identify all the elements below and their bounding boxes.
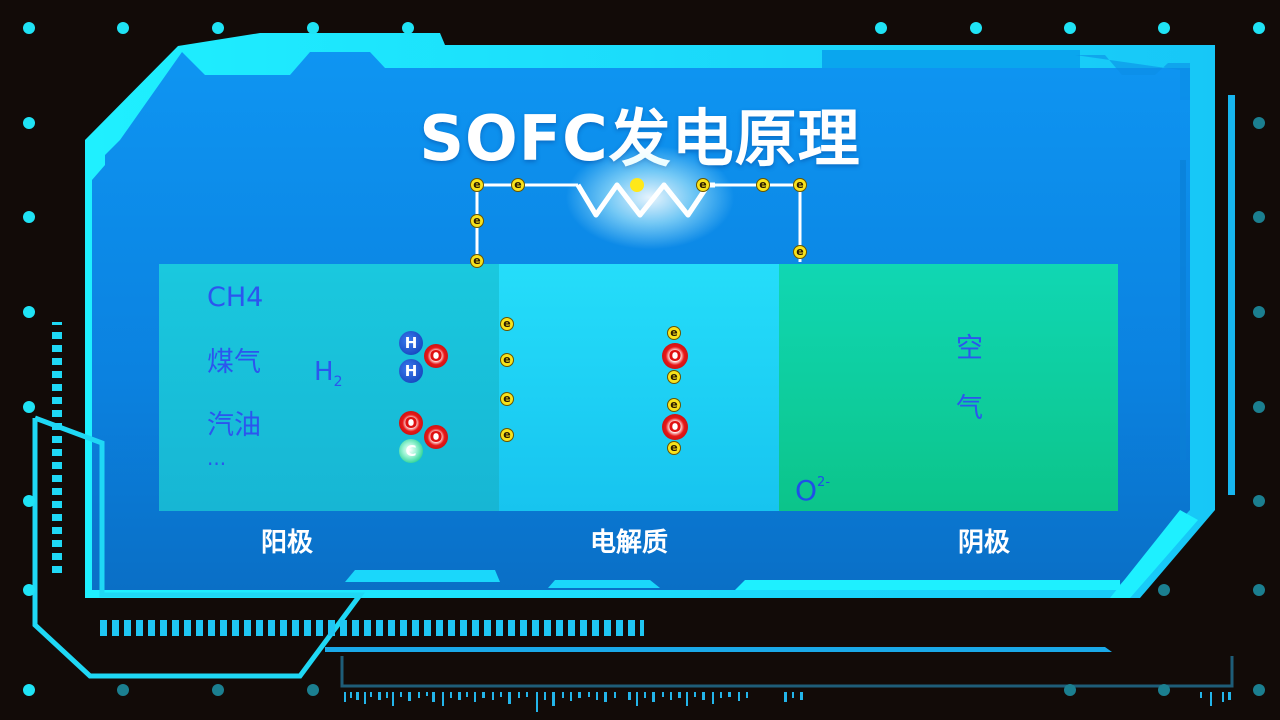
electron-icon: e (756, 178, 770, 192)
fuel-gasoline: 汽油 (207, 410, 261, 441)
cathode-air-char-1: 空 (956, 333, 983, 364)
fuel-ch4: CH4 (207, 282, 264, 313)
anode-label: 阳极 (261, 528, 314, 558)
hydrogen-atom-icon: H (399, 331, 423, 355)
electron-icon: e (667, 326, 681, 340)
hydrogen-label: H2 (314, 357, 343, 391)
fuel-ellipsis: ··· (207, 452, 227, 476)
hydrogen-atom-icon: H (399, 359, 423, 383)
electron-icon: e (667, 370, 681, 384)
electrolyte-panel (499, 264, 779, 511)
electron-icon: e (500, 317, 514, 331)
electron-icon-glowing (630, 178, 644, 192)
electron-icon: e (511, 178, 525, 192)
cathode-panel (779, 264, 1118, 511)
cathode-label: 阴极 (958, 528, 1011, 558)
bottom-dashed-bar (100, 620, 644, 636)
oxygen-atom-icon: O (424, 425, 448, 449)
electron-icon: e (500, 428, 514, 442)
left-dashed-bar (52, 322, 62, 573)
oxygen-atom-icon: O (662, 414, 688, 440)
carbon-atom-icon: C (399, 439, 423, 463)
electron-icon: e (470, 214, 484, 228)
electron-icon: e (696, 178, 710, 192)
electron-icon: e (793, 245, 807, 259)
electron-icon: e (470, 178, 484, 192)
anode-panel (159, 264, 499, 511)
electron-icon: e (793, 178, 807, 192)
electron-icon: e (470, 254, 484, 268)
bottom-tick-marks (344, 692, 1231, 712)
electron-icon: e (500, 353, 514, 367)
electron-icon: e (667, 398, 681, 412)
resistor-glow (565, 145, 735, 250)
cathode-air-char-2: 气 (956, 393, 983, 424)
oxygen-atom-icon: O (424, 344, 448, 368)
electron-icon: e (667, 441, 681, 455)
electrolyte-label: 电解质 (590, 528, 669, 558)
right-light-bar (1228, 95, 1235, 495)
oxygen-atom-icon: O (399, 411, 423, 435)
oxide-ion-label: O2- (795, 474, 831, 507)
fuel-coal-gas: 煤气 (207, 347, 261, 378)
oxygen-atom-icon: O (662, 343, 688, 369)
electron-icon: e (500, 392, 514, 406)
